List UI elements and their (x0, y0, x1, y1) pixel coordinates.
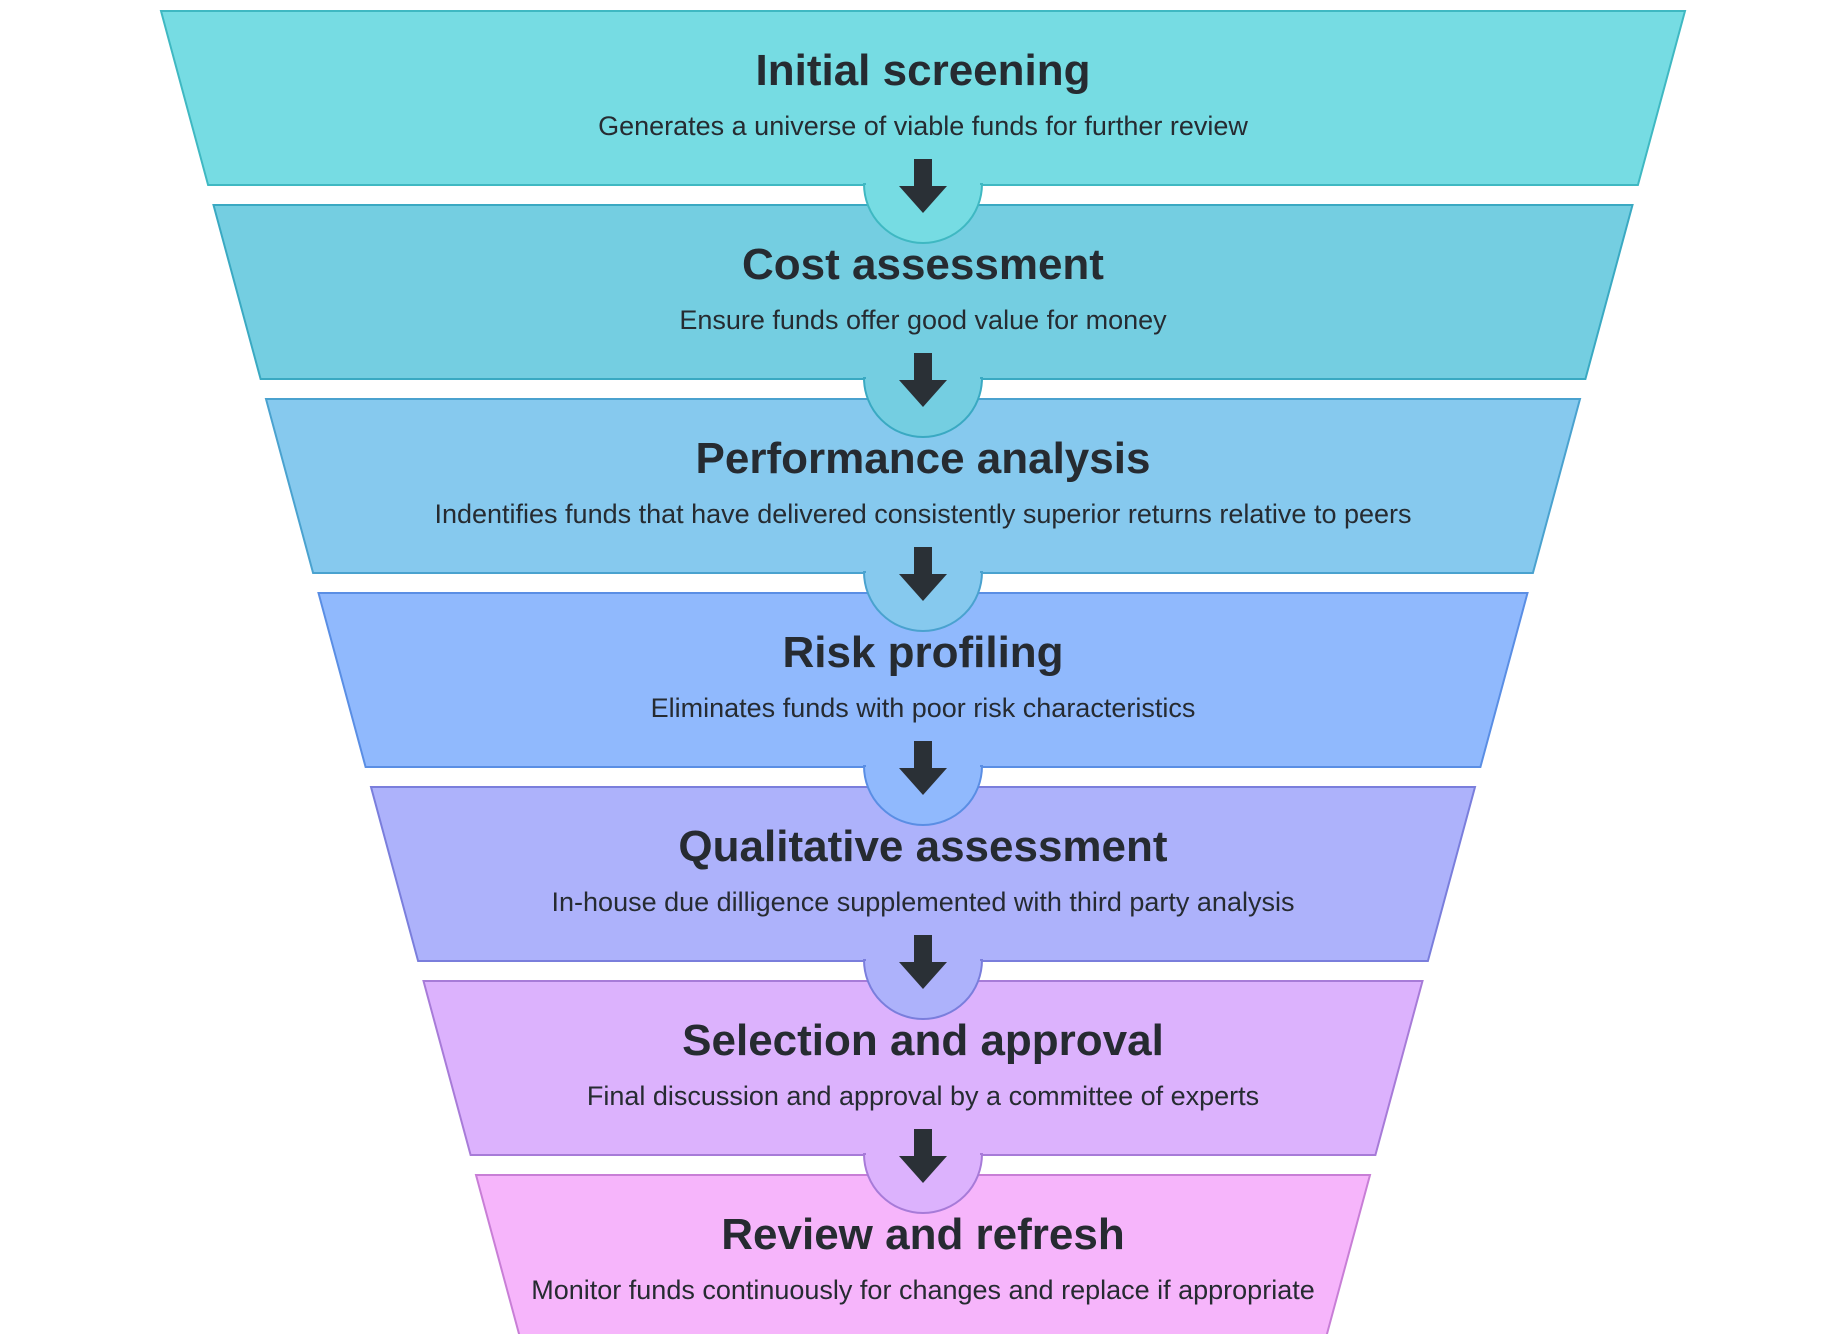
funnel-stage-4 (317, 592, 1529, 768)
stage-connector (862, 547, 984, 632)
funnel-stage-2 (212, 204, 1634, 380)
funnel-connectors (862, 159, 984, 1214)
stage-title: Performance analysis (696, 434, 1151, 483)
stage-connector (862, 935, 984, 1020)
arrow-down-icon (899, 741, 947, 795)
funnel-stage-7 (474, 1174, 1372, 1334)
funnel-stages (159, 10, 1687, 1334)
stage-title: Cost assessment (742, 240, 1104, 289)
stage-connector (862, 159, 984, 244)
stage-connector (862, 1129, 984, 1214)
funnel-stage-6 (422, 980, 1424, 1156)
stage-description: Final discussion and approval by a commi… (587, 1081, 1259, 1111)
arrow-down-icon (899, 353, 947, 407)
stage-description: Indentifies funds that have delivered co… (434, 499, 1411, 529)
stage-description: Monitor funds continuously for changes a… (531, 1275, 1314, 1305)
funnel-stage-5 (369, 786, 1477, 962)
arrow-down-icon (899, 935, 947, 989)
stage-connector (862, 741, 984, 826)
arrow-down-icon (899, 159, 947, 213)
stage-description: Eliminates funds with poor risk characte… (651, 693, 1196, 723)
stage-description: Generates a universe of viable funds for… (598, 111, 1248, 141)
arrow-down-icon (899, 1129, 947, 1183)
stage-title: Qualitative assessment (678, 822, 1167, 871)
stage-connector (862, 353, 984, 438)
funnel-stage-3 (264, 398, 1582, 574)
stage-description: Ensure funds offer good value for money (679, 305, 1167, 335)
arrow-down-icon (899, 547, 947, 601)
stage-title: Risk profiling (782, 628, 1063, 677)
funnel-stage-1 (159, 10, 1687, 186)
stage-description: In-house due dilligence supplemented wit… (552, 887, 1295, 917)
stage-title: Initial screening (756, 46, 1091, 95)
stage-title: Selection and approval (682, 1016, 1164, 1065)
stage-title: Review and refresh (721, 1210, 1125, 1259)
